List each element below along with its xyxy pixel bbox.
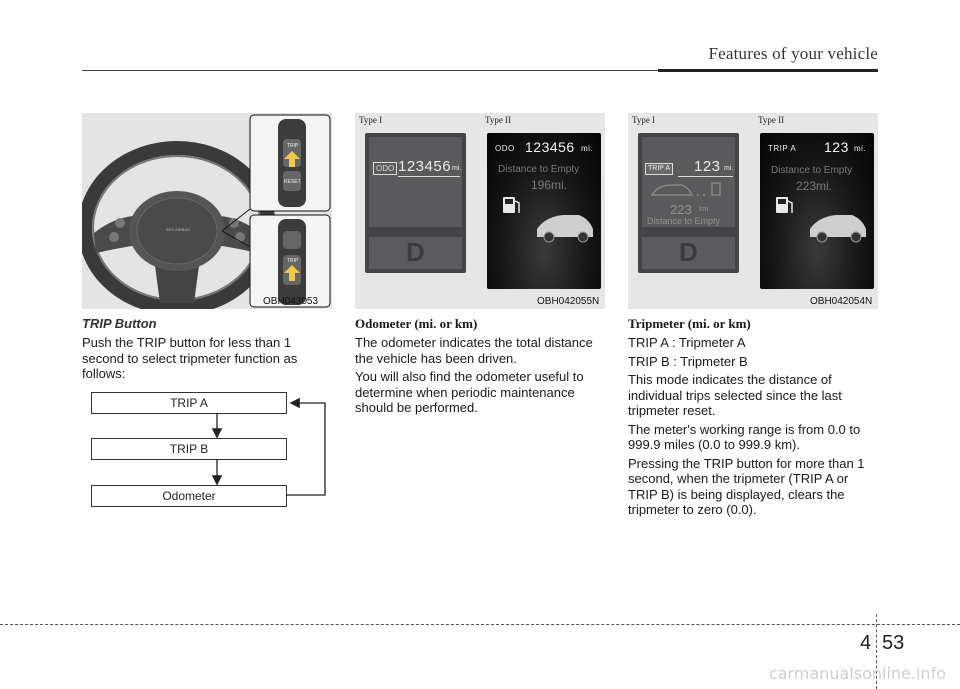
paragraph: TRIP A : Tripmeter A bbox=[628, 335, 746, 350]
paragraph: The odometer indicates the total distanc… bbox=[355, 335, 593, 366]
flow-arrows bbox=[211, 397, 326, 496]
flow-step-trip-b: TRIP B bbox=[91, 438, 287, 460]
watermark: carmanualsonline.info bbox=[768, 664, 946, 683]
airbag-label: SRS AIRBAG bbox=[165, 227, 191, 232]
odometer-unit: mi. bbox=[452, 165, 462, 172]
figure-code: OBH042054N bbox=[810, 296, 873, 307]
odometer-unit: mi. bbox=[581, 144, 594, 153]
paragraph: The meter's working range is from 0.0 to… bbox=[628, 421, 861, 453]
tripmeter-lcd-type1: TRIP A 123 mi. 223 km Distance to Empty … bbox=[638, 133, 739, 273]
flow-step-odometer: Odometer bbox=[91, 485, 287, 507]
trip-button-label-zoom: TRIP bbox=[287, 258, 299, 264]
page-number: 53 bbox=[882, 632, 905, 654]
odometer-value: 123456 bbox=[525, 139, 575, 155]
flow-step-trip-a: TRIP A bbox=[91, 392, 287, 414]
dte-value: 223 bbox=[670, 202, 692, 217]
fuel-pump-icon bbox=[650, 182, 721, 196]
type-1-label: Type I bbox=[632, 115, 656, 125]
tripmeter-figure: Type I Type II TRIP A 123 mi. 223 km Dis… bbox=[628, 113, 878, 309]
steering-wheel-illustration bbox=[78, 113, 332, 315]
header-rule-accent bbox=[658, 69, 878, 72]
type-2-label: Type II bbox=[485, 115, 512, 125]
trip-a-badge: TRIP A bbox=[768, 144, 797, 153]
figure-code: OBH042055N bbox=[537, 296, 600, 307]
figure-code: OBH043053 bbox=[263, 296, 319, 307]
fuel-car-illustration bbox=[503, 197, 593, 243]
steering-wheel-figure: TRIP RESET TRIP SRS AIRBAG OBH043053 bbox=[78, 113, 332, 315]
reset-button-label: RESET bbox=[284, 179, 301, 185]
paragraph: TRIP B : Tripmeter B bbox=[628, 353, 748, 369]
odo-badge: ODO bbox=[373, 162, 398, 175]
tripmeter-value: 123 bbox=[824, 139, 849, 155]
section-heading: Tripmeter (mi. or km) bbox=[628, 316, 751, 331]
odometer-figure: Type I Type II ODO 123456 mi. D ODO 1234… bbox=[355, 113, 605, 309]
fuel-car-illustration bbox=[776, 197, 866, 243]
section-title: Features of your vehicle bbox=[708, 44, 878, 63]
section-body: Push the TRIP button for less than 1 sec… bbox=[82, 335, 298, 381]
trip-button-section: TRIP Button Push the TRIP button for les… bbox=[82, 316, 332, 382]
dte-value: 196mi. bbox=[531, 178, 568, 192]
section-heading: TRIP Button bbox=[82, 316, 157, 331]
dte-label: Distance to Empty bbox=[647, 216, 721, 226]
paragraph: Pressing the TRIP button for more than 1… bbox=[628, 455, 865, 518]
gear-indicator: D bbox=[642, 237, 735, 269]
gear-indicator: D bbox=[369, 237, 462, 269]
chapter-number: 4 bbox=[860, 632, 872, 654]
footer-rule bbox=[0, 624, 960, 625]
paragraph: You will also find the odometer useful t… bbox=[355, 369, 584, 415]
tripmeter-unit: mi. bbox=[854, 144, 867, 153]
trip-a-badge: TRIP A bbox=[645, 163, 674, 175]
tripmeter-lcd-type2: TRIP A 123 mi. Distance to Empty 223mi. bbox=[760, 133, 874, 289]
footer-divider bbox=[876, 614, 877, 689]
odometer-value: 123456 bbox=[398, 158, 452, 175]
odo-badge: ODO bbox=[495, 144, 515, 153]
dte-value: 223mi. bbox=[796, 179, 833, 193]
type-2-label: Type II bbox=[758, 115, 785, 125]
gear-letter: D bbox=[679, 237, 698, 267]
tripmeter-value: 123 bbox=[694, 158, 721, 175]
odometer-lcd-type1: ODO 123456 mi. D bbox=[365, 133, 466, 273]
trip-button-label: TRIP bbox=[287, 143, 299, 149]
header-rule bbox=[82, 70, 878, 71]
odometer-section: Odometer (mi. or km) The odometer indica… bbox=[355, 316, 605, 419]
section-heading: Odometer (mi. or km) bbox=[355, 316, 478, 331]
tripmeter-unit: mi. bbox=[724, 165, 734, 172]
dte-label: Distance to Empty bbox=[498, 164, 580, 175]
tripmeter-section: Tripmeter (mi. or km) TRIP A : Tripmeter… bbox=[628, 316, 878, 521]
odometer-lcd-type2: ODO 123456 mi. Distance to Empty 196mi. bbox=[487, 133, 601, 289]
dte-label: Distance to Empty bbox=[771, 165, 853, 176]
dte-unit: km bbox=[699, 206, 709, 213]
gear-letter: D bbox=[406, 237, 425, 267]
paragraph: This mode indicates the distance of indi… bbox=[628, 372, 842, 418]
type-1-label: Type I bbox=[359, 115, 383, 125]
